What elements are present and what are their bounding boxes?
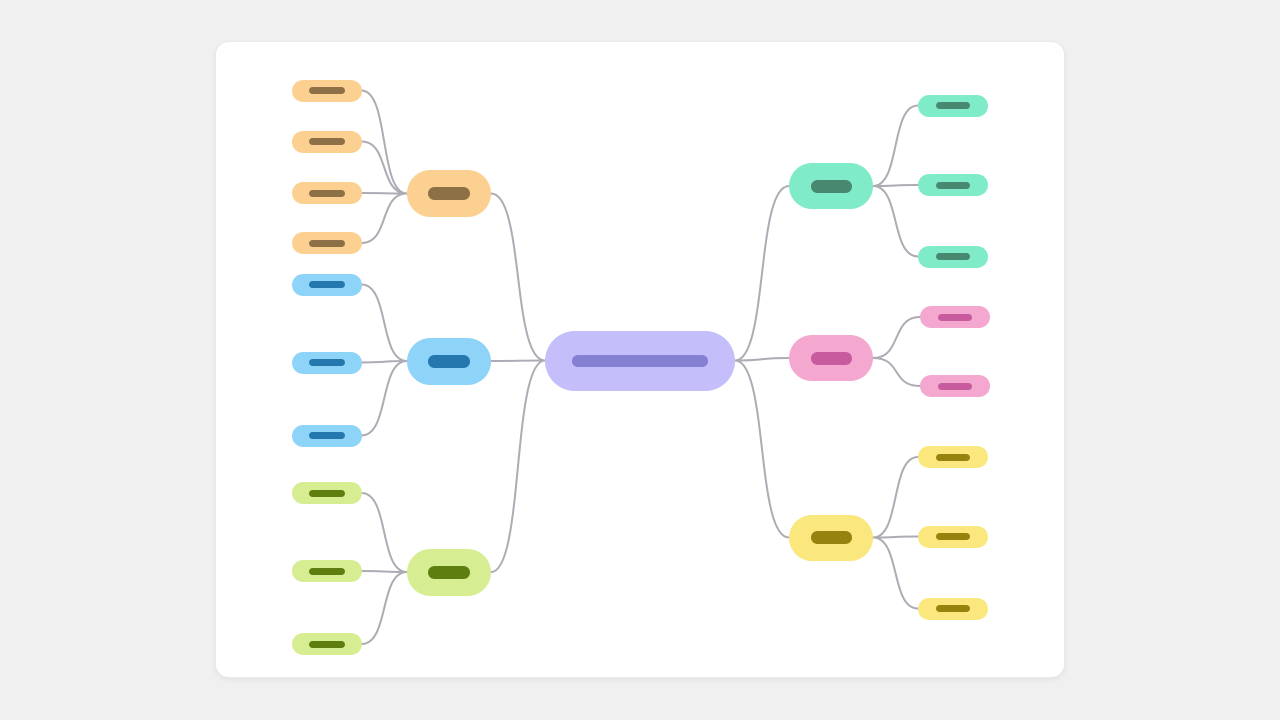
- node-text-placeholder-bar: [810, 531, 852, 544]
- node-text-placeholder-bar: [936, 102, 970, 109]
- node-text-placeholder-bar: [428, 187, 470, 200]
- node-text-placeholder-bar: [938, 382, 972, 390]
- node-text-placeholder-bar: [936, 453, 970, 461]
- subtopic-node-lime-3[interactable]: [291, 633, 362, 655]
- subtopic-node-orange-3[interactable]: [291, 182, 362, 204]
- node-text-placeholder-bar: [810, 351, 852, 365]
- node-text-placeholder-bar: [572, 354, 708, 367]
- subtopic-node-blue-3[interactable]: [291, 424, 362, 447]
- main-topic-node-orange[interactable]: [407, 170, 491, 217]
- subtopic-node-yellow-2[interactable]: [918, 525, 988, 548]
- node-text-placeholder-bar: [936, 533, 970, 540]
- node-text-placeholder-bar: [428, 565, 470, 579]
- subtopic-node-pink-2[interactable]: [920, 375, 990, 397]
- main-topic-node-lime[interactable]: [407, 548, 491, 596]
- node-text-placeholder-bar: [308, 640, 345, 648]
- subtopic-node-yellow-1[interactable]: [918, 446, 988, 468]
- subtopic-node-blue-1[interactable]: [291, 273, 362, 296]
- subtopic-node-green-2[interactable]: [918, 174, 988, 196]
- node-text-placeholder-bar: [308, 567, 345, 575]
- node-text-placeholder-bar: [308, 87, 345, 94]
- subtopic-node-lime-1[interactable]: [291, 482, 362, 504]
- central-topic-node[interactable]: [545, 330, 735, 391]
- node-text-placeholder-bar: [308, 138, 345, 145]
- subtopic-node-green-3[interactable]: [918, 245, 988, 268]
- subtopic-node-green-1[interactable]: [918, 94, 988, 117]
- node-text-placeholder-bar: [428, 354, 470, 368]
- subtopic-node-pink-1[interactable]: [920, 306, 990, 328]
- node-text-placeholder-bar: [936, 181, 970, 189]
- node-text-placeholder-bar: [308, 489, 345, 497]
- node-text-placeholder-bar: [308, 189, 345, 197]
- subtopic-node-orange-2[interactable]: [291, 130, 362, 153]
- subtopic-node-yellow-3[interactable]: [918, 597, 988, 620]
- node-text-placeholder-bar: [308, 239, 345, 247]
- node-text-placeholder-bar: [936, 605, 970, 612]
- node-text-placeholder-bar: [308, 281, 345, 288]
- main-topic-node-blue[interactable]: [407, 337, 491, 385]
- main-topic-node-green[interactable]: [789, 163, 873, 209]
- node-text-placeholder-bar: [308, 359, 345, 366]
- node-text-placeholder-bar: [810, 179, 852, 193]
- main-topic-node-pink[interactable]: [789, 335, 873, 381]
- subtopic-node-lime-2[interactable]: [291, 560, 362, 582]
- node-text-placeholder-bar: [936, 253, 970, 260]
- node-text-placeholder-bar: [938, 313, 972, 321]
- subtopic-node-orange-4[interactable]: [291, 232, 362, 254]
- subtopic-node-blue-2[interactable]: [291, 351, 362, 374]
- main-topic-node-yellow[interactable]: [789, 514, 873, 561]
- subtopic-node-orange-1[interactable]: [291, 79, 362, 102]
- node-text-placeholder-bar: [308, 432, 345, 439]
